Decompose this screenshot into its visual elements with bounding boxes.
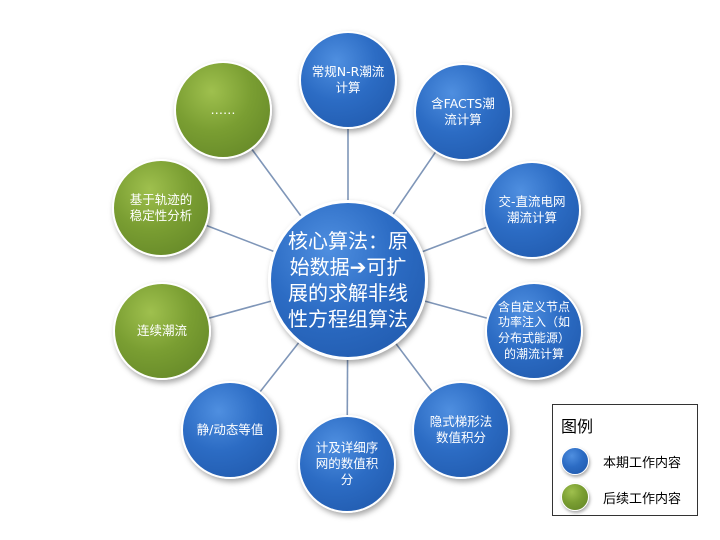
node-label: 连续潮流 bbox=[136, 322, 187, 338]
node-label: 隐式梯形法数值积分 bbox=[429, 413, 493, 445]
node-facts-power-flow: 含FACTS潮流计算 bbox=[414, 63, 512, 161]
legend-item-future: 后续工作内容 bbox=[561, 483, 681, 511]
core-algorithm-node: 核心算法：原始数据➔可扩展的求解非线性方程组算法 bbox=[268, 200, 428, 360]
node-implicit-trapezoidal: 隐式梯形法数值积分 bbox=[412, 381, 510, 479]
node-label: 静/动态等值 bbox=[196, 421, 264, 437]
node-label: 交-直流电网潮流计算 bbox=[498, 193, 566, 225]
node-continuation-power-flow: 连续潮流 bbox=[113, 282, 211, 380]
node-label: 含FACTS潮流计算 bbox=[431, 95, 495, 127]
node-trajectory-stability: 基于轨迹的稳定性分析 bbox=[112, 159, 210, 257]
node-more: …… bbox=[174, 61, 272, 159]
legend-swatch-blue bbox=[561, 447, 589, 475]
node-sequence-network-integration: 计及详细序网的数值积分 bbox=[298, 415, 396, 513]
legend-title: 图例 bbox=[561, 417, 594, 436]
legend-label: 后续工作内容 bbox=[603, 491, 682, 507]
node-label: 计及详细序网的数值积分 bbox=[315, 439, 379, 488]
node-acdc-power-flow: 交-直流电网潮流计算 bbox=[483, 161, 581, 259]
node-label: 基于轨迹的稳定性分析 bbox=[129, 191, 193, 223]
node-label: 含自定义节点功率注入（如分布式能源）的潮流计算 bbox=[497, 299, 570, 361]
node-label: …… bbox=[210, 101, 236, 117]
node-nr-power-flow: 常规N-R潮流计算 bbox=[299, 31, 397, 129]
legend: 图例 本期工作内容 后续工作内容 bbox=[552, 404, 698, 516]
core-algorithm-label: 核心算法：原始数据➔可扩展的求解非线性方程组算法 bbox=[288, 229, 408, 331]
node-label: 常规N-R潮流计算 bbox=[311, 63, 385, 95]
legend-label: 本期工作内容 bbox=[603, 455, 682, 471]
legend-item-current: 本期工作内容 bbox=[561, 447, 681, 475]
node-custom-injection-power-flow: 含自定义节点功率注入（如分布式能源）的潮流计算 bbox=[485, 282, 583, 380]
legend-swatch-green bbox=[561, 483, 589, 511]
node-static-dynamic-equivalent: 静/动态等值 bbox=[181, 381, 279, 479]
